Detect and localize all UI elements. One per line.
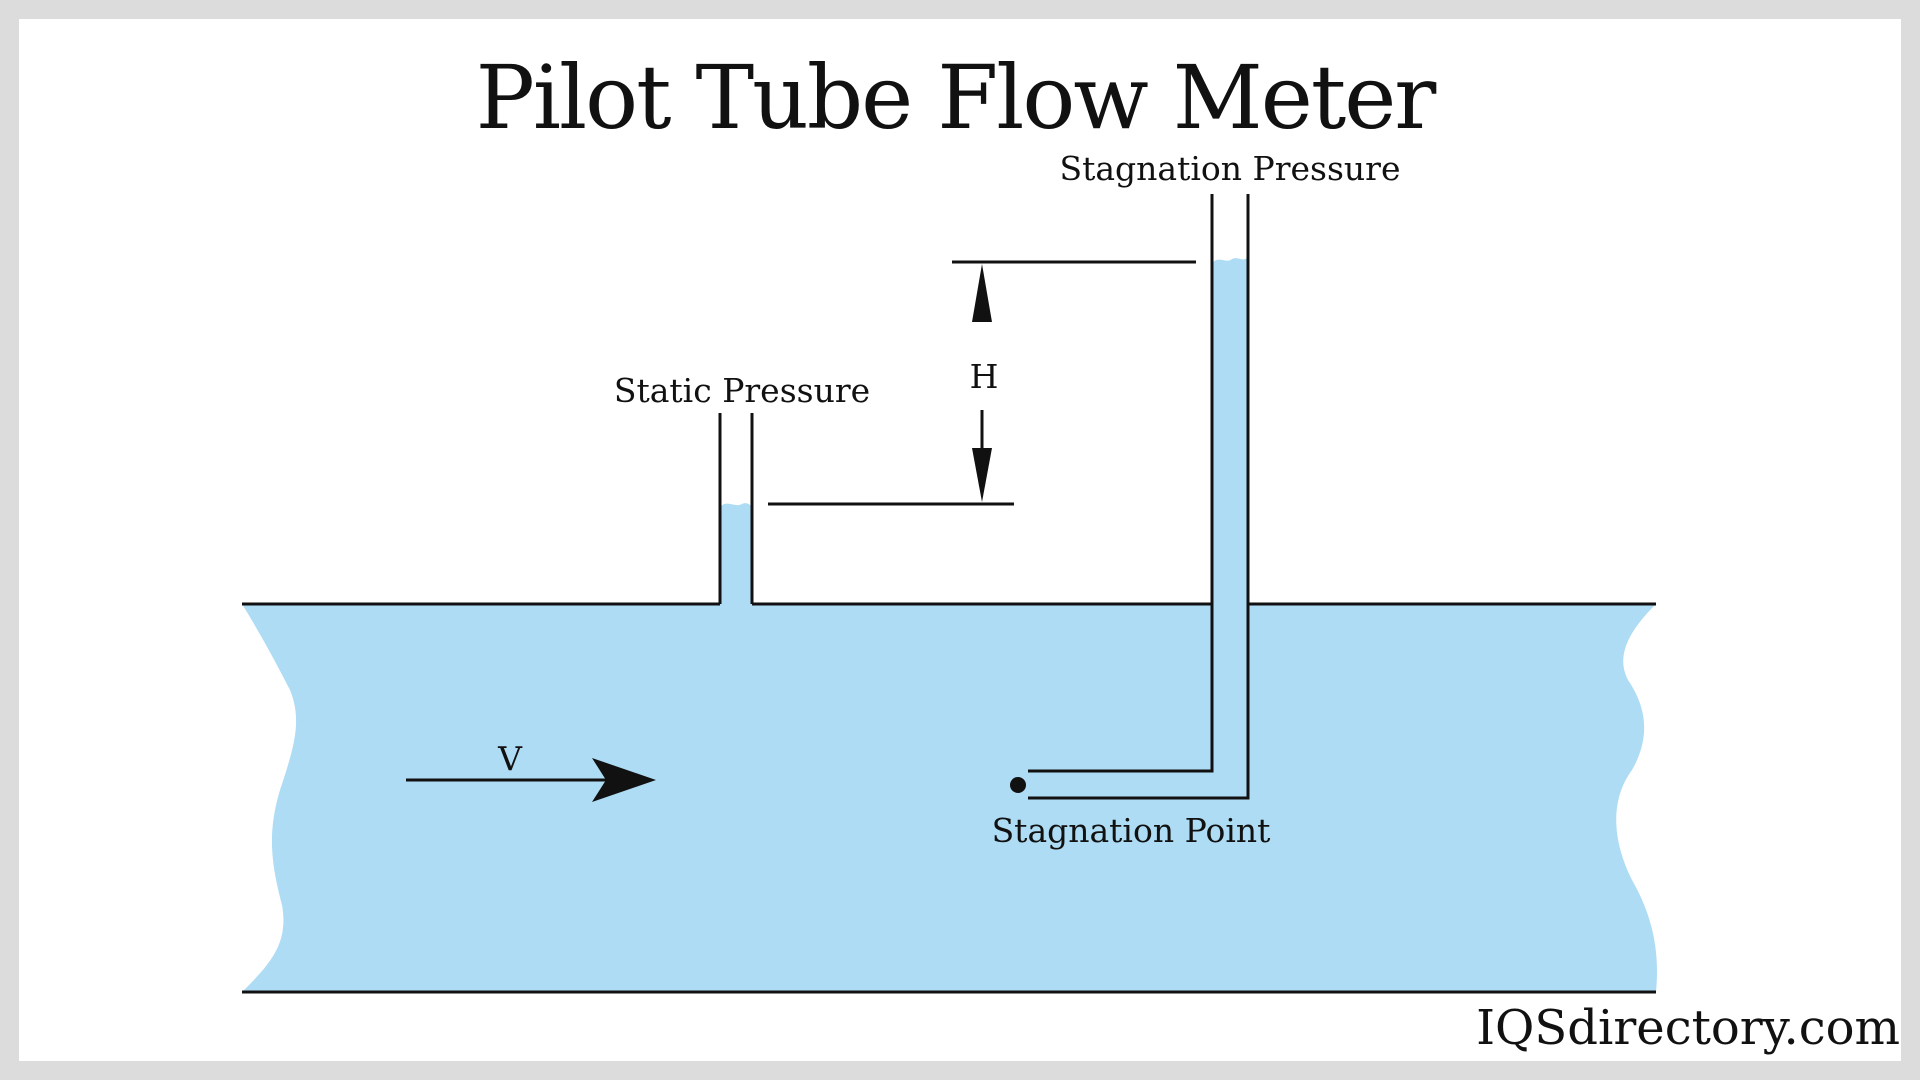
height-arrow-up-head [972, 264, 992, 322]
stagnation-pressure-label: Stagnation Pressure [1060, 149, 1401, 188]
velocity-label: V [497, 739, 523, 778]
static-tube-water [721, 503, 751, 604]
stagnation-point-dot [1010, 777, 1026, 793]
velocity-arrow-head [592, 758, 656, 802]
source-watermark: IQSdirectory.com [1476, 1000, 1900, 1056]
static-pressure-label: Static Pressure [614, 371, 870, 410]
height-arrow-down-head [972, 448, 992, 502]
stagnation-tube-inner-wall [1028, 194, 1214, 773]
stagnation-point-label: Stagnation Point [992, 811, 1271, 850]
stagnation-tube-outer-wall [1028, 194, 1250, 800]
pipe-water [242, 604, 1657, 992]
height-label: H [970, 357, 999, 396]
stagnation-tube-water [1028, 258, 1247, 798]
diagram-title: Pilot Tube Flow Meter [476, 46, 1438, 149]
